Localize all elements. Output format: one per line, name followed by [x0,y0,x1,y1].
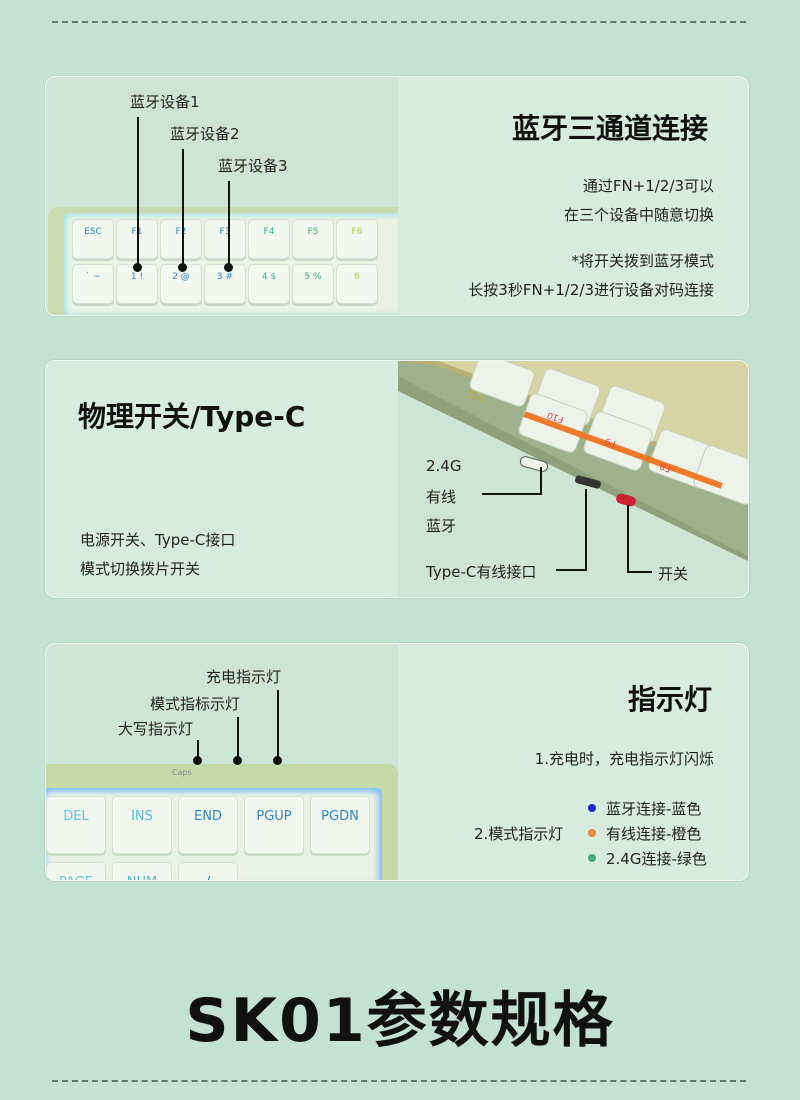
bluetooth-desc-4: 长按3秒FN+1/2/3进行设备对码连接 [468,281,714,299]
key-f2: F2 [160,219,202,259]
mode-label-bluetooth: 蓝牙 [426,517,457,535]
legend-bluetooth: 蓝牙连接-蓝色 [606,800,702,818]
charge-indicator-label: 充电指示灯 [206,668,282,686]
key-3: 3 # [204,264,246,304]
mode-indicator-label: 模式指标示灯 [150,695,241,713]
key-esc: ESC [72,219,114,259]
key-f4: F4 [248,219,290,259]
switch-title: 物理开关/Type-C [78,400,306,433]
bluetooth-desc-3: *将开关拨到蓝牙模式 [571,252,714,270]
bluetooth-desc-2: 在三个设备中随意切换 [563,206,714,224]
bt-device-2-label: 蓝牙设备2 [170,125,240,143]
legend-dot-orange [588,829,596,837]
key-6: 6 [336,264,378,304]
bluetooth-card: ESC F1 F2 F3 F4 F5 F6 ` ~ 1 ! 2 @ 3 # 4 … [45,76,749,316]
mode-label-24g: 2.4G [426,457,462,475]
caps-caption: Caps [172,768,192,777]
caps-indicator-label: 大写指示灯 [118,720,194,738]
legend-dot-blue [588,804,596,812]
legend-24g: 2.4G连接-绿色 [606,850,707,868]
bluetooth-keyboard-photo: ESC F1 F2 F3 F4 F5 F6 ` ~ 1 ! 2 @ 3 # 4 … [46,77,398,315]
key-page: PAGE [46,862,106,880]
bluetooth-title: 蓝牙三通道连接 [511,112,708,145]
indicator-title: 指示灯 [627,683,712,716]
indicator-desc-1: 1.充电时，充电指示灯闪烁 [534,750,714,768]
key-pgup: PGUP [244,796,304,854]
switch-card: 物理开关/Type-C 电源开关、Type-C接口 模式切换拨片开关 F10 F… [45,360,749,598]
switch-desc-2: 模式切换拨片开关 [80,560,201,578]
top-divider [52,21,746,23]
bottom-divider [52,1080,746,1082]
key-4: 4 $ [248,264,290,304]
typec-label: Type-C有线接口 [426,563,537,581]
switch-desc-1: 电源开关、Type-C接口 [80,531,236,549]
key-del: DEL [46,796,106,854]
key-end: END [178,796,238,854]
key-num: NUM [112,862,172,880]
bluetooth-desc-1: 通过FN+1/2/3可以 [582,177,714,195]
key-pgdn: PGDN [310,796,370,854]
legend-dot-green [588,854,596,862]
switch-keyboard-photo: F10 F9 F8 F11 2.4G 有线 蓝牙 Type-C有线接口 开关 [398,361,748,597]
indicator-keyboard-photo: DEL INS END PGUP PGDN PAGE NUM / 充电指示灯 模… [46,644,398,880]
bt-device-1-label: 蓝牙设备1 [130,93,200,111]
power-switch-label: 开关 [658,565,689,583]
key-f3: F3 [204,219,246,259]
legend-wired: 有线连接-橙色 [606,825,702,843]
indicator-card: DEL INS END PGUP PGDN PAGE NUM / 充电指示灯 模… [45,643,749,881]
key-5: 5 % [292,264,334,304]
key-f5: F5 [292,219,334,259]
key-slash: / [178,862,238,880]
mode-indicator-heading: 2.模式指示灯 [474,825,564,843]
spec-title: SK01参数规格 [185,986,615,1056]
bt-device-3-label: 蓝牙设备3 [218,157,288,175]
key-ins: INS [112,796,172,854]
key-f6: F6 [336,219,378,259]
mode-label-wired: 有线 [426,488,457,506]
key-backtick: ` ~ [72,264,114,304]
